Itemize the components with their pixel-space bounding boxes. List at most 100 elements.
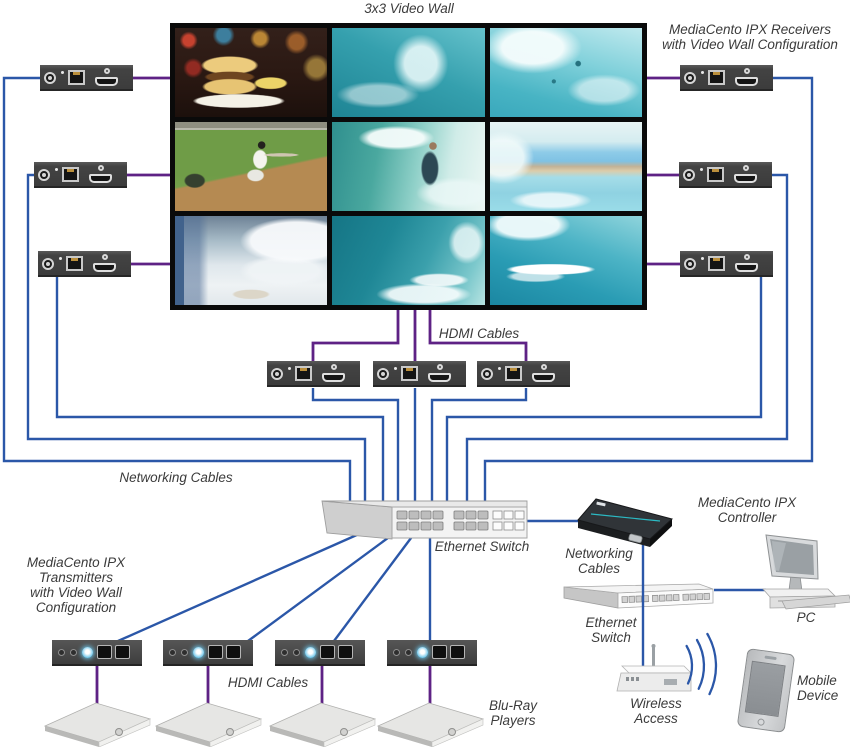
bluray-button	[448, 728, 456, 736]
hdmi-port-icon	[734, 174, 757, 183]
status-led	[288, 367, 291, 370]
ipx-receiver-left-1	[40, 65, 133, 91]
ipx-transmitter-1	[52, 640, 142, 666]
hdmi-port-icon	[428, 373, 451, 382]
bluray-players-label: Blu-Ray Players	[488, 698, 537, 728]
ipx-receiver-right-1	[680, 65, 773, 91]
status-led	[55, 168, 58, 171]
power-led	[305, 647, 316, 658]
ethernet-port-icon	[320, 645, 335, 659]
antenna	[652, 646, 655, 668]
phone-home-button	[757, 718, 766, 727]
power-led	[417, 647, 428, 658]
power-led	[82, 647, 93, 658]
ethernet-port-icon	[505, 366, 522, 381]
audio-jack-icon	[405, 649, 412, 656]
power-jack-icon	[481, 368, 493, 380]
bluray-button	[115, 728, 123, 736]
ethernet-switch-small	[563, 583, 714, 609]
cable-transmitter-1	[117, 528, 369, 643]
hdmi-dot-icon	[437, 364, 443, 370]
ethernet-port-icon	[708, 70, 725, 85]
bluray-player-1	[43, 702, 152, 747]
cable-transmitter-3	[333, 533, 415, 642]
bluray-top	[43, 702, 152, 743]
hdmi-dot-icon	[744, 68, 750, 74]
ethernet-port-icon	[450, 645, 465, 659]
wall-cell-burger	[175, 28, 328, 117]
status-led	[701, 71, 704, 74]
cable-receiver-right-2	[465, 173, 789, 504]
power-jack-icon	[684, 72, 696, 84]
audio-jack-icon	[58, 649, 65, 656]
ipx-receiver-left-3	[38, 251, 131, 277]
hdmi-dot-icon	[104, 68, 110, 74]
ipx-receiver-right-3	[680, 251, 773, 277]
hdmi-dot-icon	[743, 165, 749, 171]
ipx-receiver-bottom-2	[373, 361, 466, 387]
audio-jack-icon	[70, 649, 77, 656]
wall-cell-baseball	[175, 122, 328, 211]
power-led	[193, 647, 204, 658]
power-jack-icon	[271, 368, 283, 380]
hdmi-wall-bottom-3	[428, 309, 528, 362]
ap-vents	[626, 677, 639, 681]
ethernet-port-icon	[401, 366, 418, 381]
ethernet-port-icon	[226, 645, 241, 659]
cable-receiver-left-3	[55, 277, 385, 504]
hdmi-dot-icon	[102, 254, 108, 260]
hdmi-port-icon	[93, 263, 116, 272]
hdmi-dot-icon	[98, 165, 104, 171]
controller-label: MediaCento IPX Controller	[697, 495, 797, 525]
status-led	[701, 257, 704, 260]
power-jack-icon	[683, 169, 695, 181]
ethernet-switch-main	[321, 500, 528, 540]
hdmi-dot-icon	[331, 364, 337, 370]
wall-cell-wave-top-right	[489, 28, 642, 117]
ap-label-patch	[664, 679, 677, 685]
status-led	[498, 367, 501, 370]
mediacento-controller	[577, 498, 674, 547]
receivers-label: MediaCento IPX Receivers with Video Wall…	[662, 22, 838, 52]
video-wall-title: 3x3 Video Wall	[364, 1, 454, 16]
switch-rj45-ports	[396, 510, 489, 531]
audio-jack-icon	[393, 649, 400, 656]
small-switch-ports	[621, 592, 710, 604]
cable-receiver-bottom-3	[430, 388, 528, 504]
hdmi-port-icon	[89, 174, 112, 183]
hdmi-port-icon	[95, 77, 118, 86]
hdmi-cables-top-label: HDMI Cables	[438, 326, 520, 341]
cable-receiver-right-3	[445, 277, 763, 504]
hdmi-dot-icon	[541, 364, 547, 370]
status-led	[394, 367, 397, 370]
bluray-front-left	[45, 726, 99, 747]
hdmi-port-icon	[322, 373, 345, 382]
keyboard-tray	[781, 594, 850, 610]
status-led	[59, 257, 62, 260]
ap-top	[621, 665, 692, 674]
ethernet-port-icon	[707, 167, 724, 182]
pc-label: PC	[796, 610, 816, 625]
ipx-transmitter-3	[275, 640, 365, 666]
bluray-player-2	[154, 702, 263, 747]
hdmi-cables	[95, 76, 681, 706]
ipx-receiver-left-2	[34, 162, 127, 188]
hdmi-port-icon	[735, 77, 758, 86]
power-jack-icon	[38, 169, 50, 181]
power-jack-icon	[377, 368, 389, 380]
ethernet-port-icon	[208, 645, 223, 659]
wireless-access-label: Wireless Access	[630, 696, 682, 726]
ethernet-switch-label: Ethernet Switch	[434, 539, 530, 554]
wall-cell-wave-surfer	[332, 122, 485, 211]
power-jack-icon	[42, 258, 54, 270]
controller-skirt-right	[650, 519, 672, 547]
ethernet-port-icon	[68, 70, 85, 85]
controller-logo	[596, 501, 606, 507]
hdmi-port-icon	[532, 373, 555, 382]
cable-receiver-left-1	[2, 76, 352, 504]
audio-jack-icon	[281, 649, 288, 656]
cable-receiver-right-1	[483, 76, 814, 504]
networking-cables-right-label: Networking Cables	[565, 546, 633, 576]
status-led	[700, 168, 703, 171]
